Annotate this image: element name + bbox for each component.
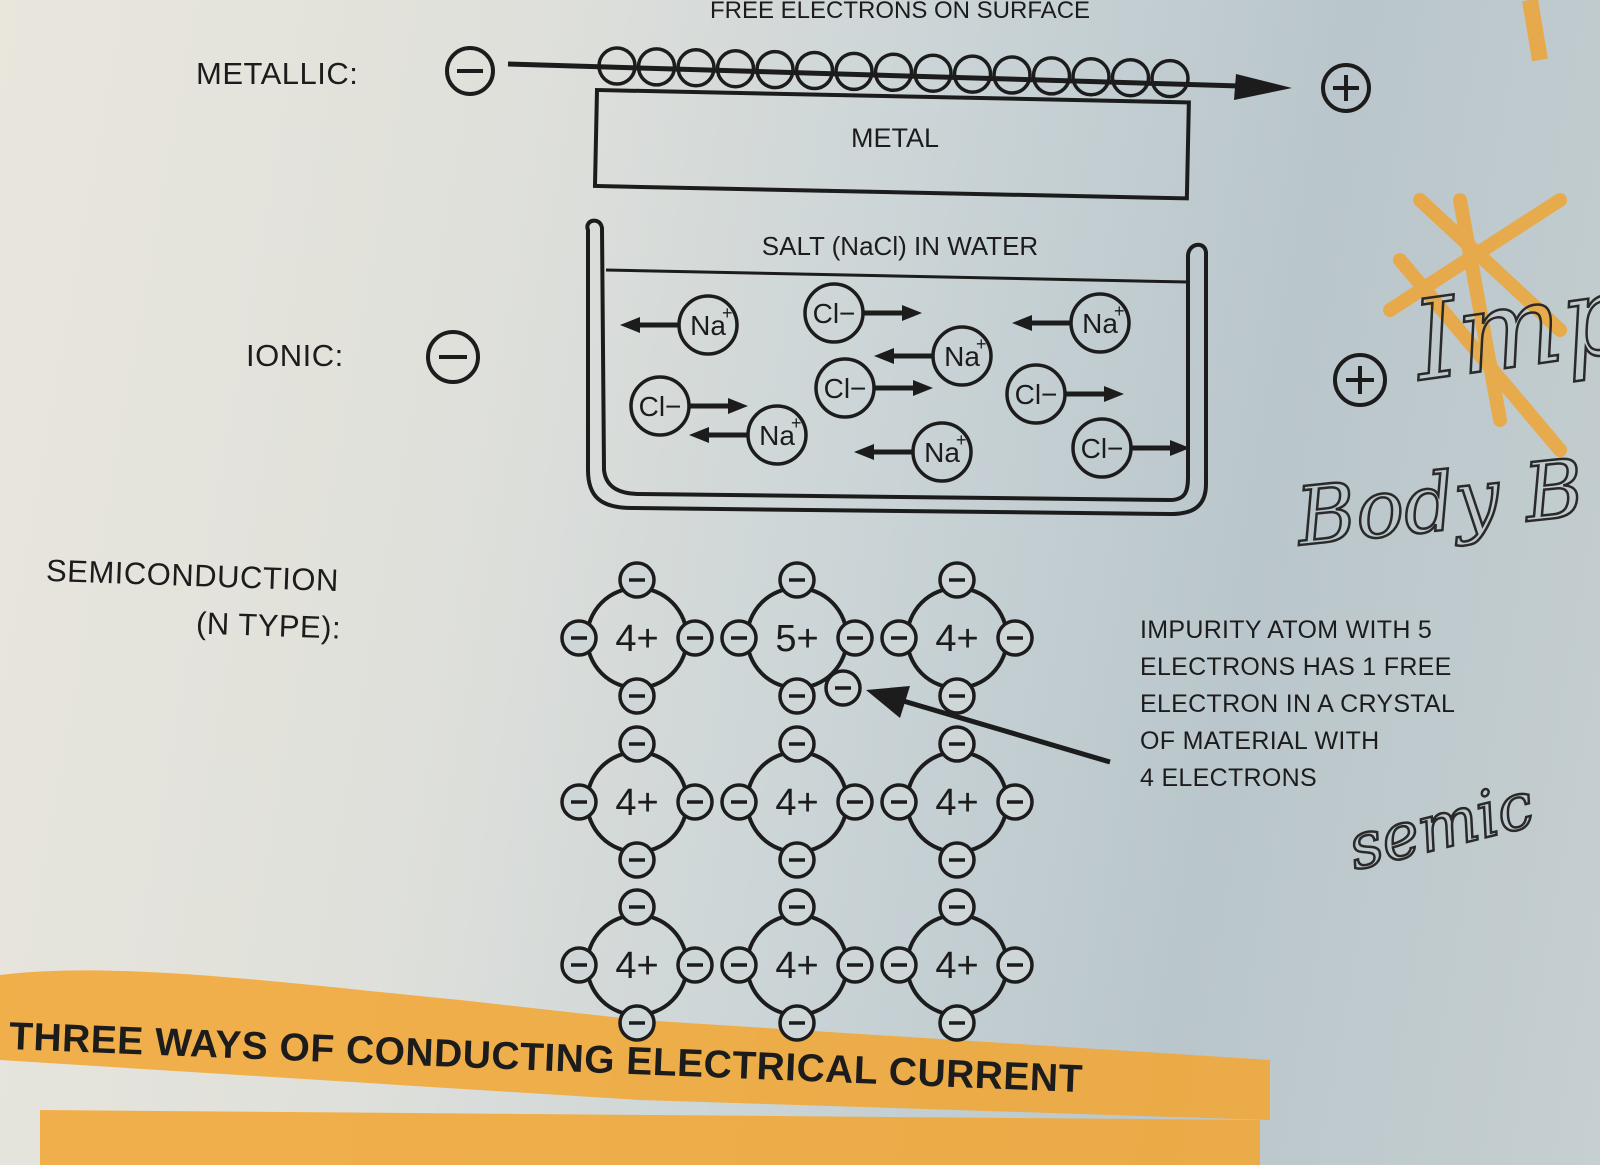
negative-terminal-ionic [426, 330, 480, 384]
electron-icon [794, 50, 835, 91]
top-caption: FREE ELECTRONS ON SURFACE [710, 0, 1090, 24]
atom-charge-label: 4+ [775, 782, 818, 824]
chloride-symbol: Cl− [1015, 379, 1058, 410]
arrow-right-icon [1104, 386, 1124, 402]
electron-icon [1031, 56, 1072, 96]
chloride-ion: Cl− [814, 357, 933, 419]
container-label: SALT (NaCl) IN WATER [762, 231, 1038, 261]
handwriting-imp: Imp [1404, 249, 1600, 406]
metal-bar [592, 87, 1191, 201]
charge-symbol: + [1114, 301, 1125, 321]
atom-charge-label: 4+ [615, 945, 658, 987]
arrow-left-icon [620, 317, 640, 333]
electron-icon [715, 48, 756, 89]
electron-icon [834, 51, 874, 92]
sodium-symbol: Na [944, 341, 980, 372]
lattice-atom: 4+ [880, 888, 1034, 1042]
ionic-section: SALT (NaCl) IN WATER Na+Cl−Na+Na+Cl−Na+C… [426, 218, 1387, 517]
surface-electrons [597, 46, 1190, 99]
lattice-atom: 4+ [720, 725, 874, 879]
arrow-right-icon [902, 305, 922, 321]
sodium-ion: Na+ [854, 421, 973, 483]
lattice-atom: 4+ [560, 888, 714, 1042]
charge-symbol: + [956, 430, 967, 450]
n-type-label: (N TYPE): [195, 605, 342, 646]
atom-charge-label: 4+ [615, 618, 658, 660]
sodium-symbol: Na [759, 420, 795, 451]
electron-icon [873, 52, 914, 93]
electron-icon [636, 47, 677, 87]
electron-icon [1110, 57, 1151, 98]
electron-icon [1150, 58, 1190, 99]
arrow-left-icon [854, 444, 874, 460]
chloride-ion: Cl− [803, 282, 922, 344]
pointer-arrow-head-icon [866, 686, 910, 718]
electron-icon [992, 55, 1032, 95]
electron-icon [755, 49, 795, 90]
semiconductor-lattice: 4+ 5+ 4+ 4+ 4+ 4+ 4+ 4+ 4+ [560, 561, 1034, 1042]
chloride-ion: Cl− [1005, 363, 1124, 425]
note-line: ELECTRON IN A CRYSTAL [1140, 690, 1456, 718]
sodium-ion: Na+ [689, 404, 808, 466]
positive-terminal-metallic [1321, 63, 1371, 113]
arrow-left-icon [874, 348, 894, 364]
chloride-symbol: Cl− [639, 391, 682, 422]
sodium-ion: Na+ [620, 294, 739, 356]
atom-charge-label: 4+ [935, 618, 978, 660]
water-surface [605, 268, 1189, 284]
impurity-pointer-arrow [899, 697, 1111, 765]
metallic-label: METALLIC: [196, 56, 359, 91]
charge-symbol: + [976, 334, 987, 354]
electron-icon [1071, 57, 1111, 97]
arrow-right-icon [728, 398, 748, 414]
lattice-atom: 4+ [560, 725, 714, 879]
lattice-atom: 4+ [880, 561, 1034, 715]
negative-terminal-metallic [445, 46, 495, 96]
impurity-note: IMPURITY ATOM WITH 5 ELECTRONS HAS 1 FRE… [1140, 612, 1520, 797]
atom-charge-label: 4+ [615, 782, 658, 824]
sodium-symbol: Na [690, 310, 726, 341]
arrow-right-icon [913, 380, 933, 396]
chloride-symbol: Cl− [824, 373, 867, 404]
chloride-symbol: Cl− [813, 298, 856, 329]
electron-icon [597, 46, 637, 86]
charge-symbol: + [722, 303, 733, 323]
note-line: IMPURITY ATOM WITH 5 [1140, 616, 1433, 644]
atom-charge-label: 4+ [935, 945, 978, 987]
metal-bar-label: METAL [851, 123, 939, 153]
metallic-section: METAL [445, 46, 1371, 201]
water-container [585, 218, 1208, 517]
arrow-left-icon [689, 427, 709, 443]
sodium-ion: Na+ [1012, 292, 1131, 354]
note-line: OF MATERIAL WITH [1140, 727, 1380, 755]
electron-icon [676, 48, 716, 88]
chloride-symbol: Cl− [1081, 433, 1124, 464]
lattice-atom: 4+ [880, 725, 1034, 879]
positive-terminal-ionic [1333, 353, 1387, 407]
sodium-symbol: Na [924, 437, 960, 468]
ions: Na+Cl−Na+Na+Cl−Na+Cl−Cl−Na+Cl− [620, 282, 1190, 483]
electron-icon [952, 54, 993, 94]
atom-charge-label: 5+ [775, 618, 818, 660]
ionic-label: IONIC: [246, 338, 344, 373]
chloride-ion: Cl− [1071, 417, 1190, 479]
sodium-ion: Na+ [874, 325, 993, 387]
arrow-right-icon [1170, 440, 1190, 456]
charge-symbol: + [791, 413, 802, 433]
atom-charge-label: 4+ [935, 782, 978, 824]
sodium-symbol: Na [1082, 308, 1118, 339]
lattice-atom: 4+ [560, 561, 714, 715]
note-line: ELECTRONS HAS 1 FREE [1140, 653, 1452, 681]
lattice-atom: 4+ [720, 888, 874, 1042]
arrow-left-icon [1012, 315, 1032, 331]
chloride-ion: Cl− [629, 375, 748, 437]
impurity-atom: 5+ [720, 561, 874, 715]
handwriting-body: Body B [1290, 441, 1588, 564]
note-line: 4 ELECTRONS [1140, 764, 1317, 792]
electron-icon [913, 53, 953, 93]
atom-charge-label: 4+ [775, 945, 818, 987]
arrow-head-icon [1234, 74, 1292, 100]
